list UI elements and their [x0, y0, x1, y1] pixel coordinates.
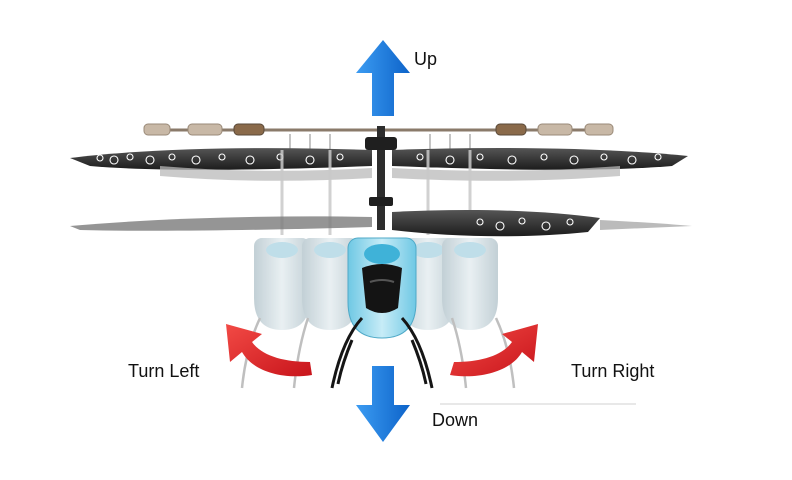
rotor-mast	[365, 126, 397, 230]
label-up: Up	[414, 49, 438, 69]
landing-gear	[330, 316, 434, 389]
flybar	[143, 123, 614, 152]
curved-arrow-right-icon	[450, 324, 538, 377]
label-turn-right: Turn Right	[571, 361, 655, 381]
label-down: Down	[432, 410, 479, 430]
helicopter-main-body	[347, 237, 417, 339]
curved-arrow-left-icon	[226, 324, 312, 377]
upper-rotor	[70, 148, 688, 181]
label-turn-left: Turn Left	[128, 361, 200, 381]
arrow-up-icon	[356, 40, 410, 116]
lower-rotor	[70, 210, 692, 237]
arrow-down-icon	[356, 366, 410, 442]
